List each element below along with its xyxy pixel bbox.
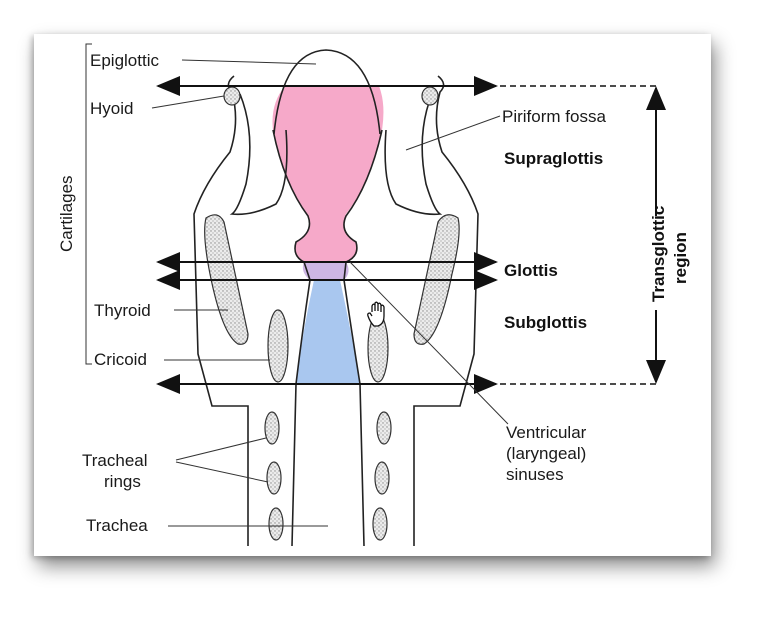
tracheal-ring	[266, 461, 282, 495]
left-cricoid-cartilage	[267, 309, 289, 383]
larynx-diagram: Epiglottic Hyoid Cartilages Thyroid Cric…	[57, 43, 690, 547]
label-transglottic-line2: region	[671, 232, 690, 284]
tracheal-ring	[374, 461, 390, 495]
tracheal-ring	[372, 507, 388, 541]
left-inner-wall	[229, 93, 288, 216]
label-transglottic-line1: Transglottic	[649, 206, 668, 302]
label-tracheal-line2: rings	[104, 472, 141, 491]
hand-cursor-icon	[367, 301, 385, 327]
tracheal-ring	[264, 411, 280, 445]
cartilages-bracket	[85, 43, 92, 365]
label-epiglottic: Epiglottic	[90, 51, 159, 70]
label-glottis: Glottis	[504, 261, 558, 280]
right-hyoid-knob	[421, 86, 439, 106]
tracheal-ring	[376, 411, 392, 445]
label-tracheal-line1: Tracheal	[82, 451, 148, 470]
label-hyoid: Hyoid	[90, 99, 133, 118]
subglottis-region	[296, 280, 360, 384]
label-subglottis: Subglottis	[504, 313, 587, 332]
piriform-fossa-leader	[405, 115, 501, 151]
label-thyroid: Thyroid	[94, 301, 151, 320]
left-hyoid-knob	[223, 86, 241, 106]
larynx-diagram-figure: Epiglottic Hyoid Cartilages Thyroid Cric…	[34, 34, 711, 556]
label-supraglottis: Supraglottis	[504, 149, 603, 168]
label-ventricular-line2: (laryngeal)	[506, 444, 586, 463]
tracheal-rings-leader-lower	[175, 461, 269, 483]
epiglottic-leader	[181, 59, 317, 65]
tracheal-ring	[268, 507, 284, 541]
right-airway-edge	[343, 129, 383, 547]
supraglottis-region	[272, 86, 384, 262]
label-ventricular-line3: sinuses	[506, 465, 564, 484]
label-cricoid: Cricoid	[94, 350, 147, 369]
ventricular-sinus-leader	[349, 261, 509, 425]
tracheal-rings-leader-upper	[175, 437, 267, 461]
hyoid-leader	[151, 95, 225, 109]
label-piriform-fossa: Piriform fossa	[502, 107, 606, 126]
left-airway-edge	[272, 129, 311, 547]
right-inner-wall	[384, 93, 443, 216]
label-trachea: Trachea	[86, 516, 148, 535]
label-cartilages: Cartilages	[57, 175, 76, 252]
label-ventricular-line1: Ventricular	[506, 423, 587, 442]
